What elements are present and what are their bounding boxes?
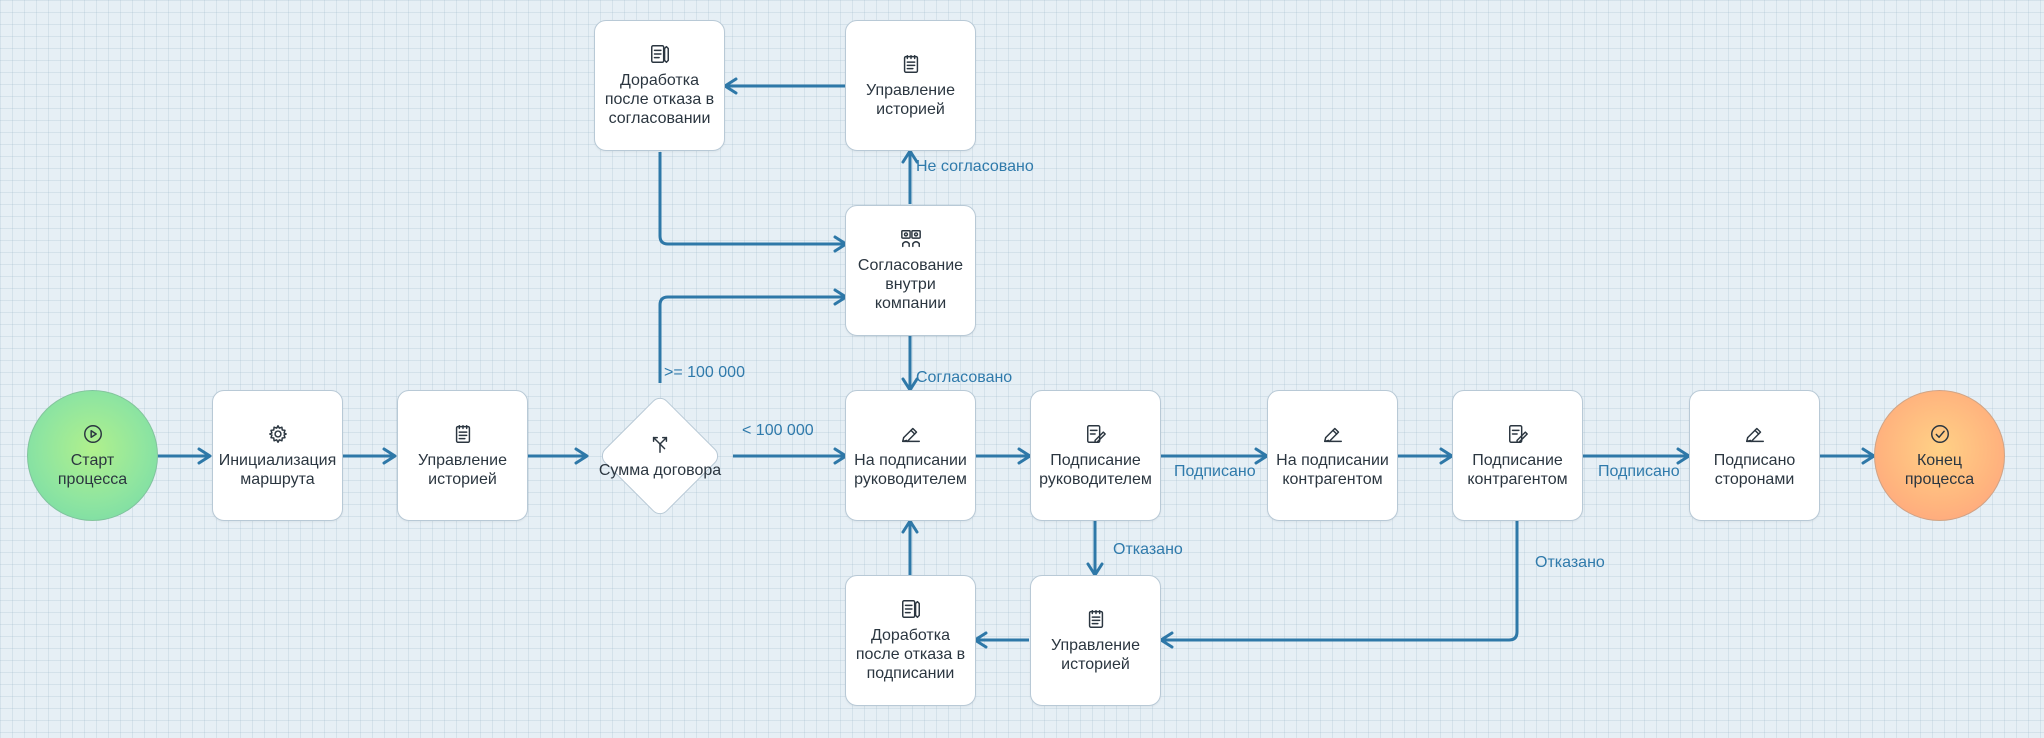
gear-icon: [268, 424, 287, 443]
to-manager-sign-node[interactable]: На подписании руководителем: [845, 390, 976, 521]
node-label: Старт процесса: [57, 451, 128, 488]
edge-rework-to-approval: [658, 152, 845, 246]
end-node[interactable]: Конец процесса: [1874, 390, 2005, 521]
signed-by-parties-node[interactable]: Подписано сторонами: [1689, 390, 1820, 521]
node-label: Сумма договора: [598, 461, 722, 479]
start-node[interactable]: Старт процесса: [27, 390, 158, 521]
node-label: На подписании руководителем: [854, 451, 967, 488]
edge-label-signed-2: Подписано: [1598, 463, 1680, 480]
amount-decision-node[interactable]: Сумма договора: [585, 381, 735, 531]
document-pencil-icon: [901, 600, 920, 618]
node-label: Подписание руководителем: [1039, 451, 1152, 488]
node-label: Конец процесса: [1904, 451, 1975, 488]
history-node-top[interactable]: Управление историей: [845, 20, 976, 151]
node-label: Управление историей: [418, 451, 507, 488]
arrowhead: [723, 77, 738, 95]
group-icon: [900, 230, 921, 248]
decision-content: Сумма договора: [585, 381, 735, 531]
arrowhead: [574, 447, 589, 465]
node-label: На подписании контрагентом: [1276, 451, 1389, 488]
clipboard-icon: [455, 424, 470, 443]
edge-label-lt: < 100 000: [742, 422, 814, 439]
node-label: Инициализация маршрута: [218, 451, 337, 488]
edge-label-refused-2: Отказано: [1535, 554, 1605, 571]
rework-signing-node[interactable]: Доработка после отказа в подписании: [845, 575, 976, 706]
node-label: Доработка после отказа в согласовании: [604, 72, 715, 127]
arrowhead: [901, 149, 919, 164]
node-label: Управление историей: [1051, 636, 1140, 673]
edge-decision-ge: [658, 295, 845, 383]
signature-icon: [1745, 427, 1764, 442]
play-icon: [83, 424, 102, 443]
edge-label-approved: Согласовано: [916, 369, 1013, 386]
node-label: Согласование внутри компании: [857, 257, 964, 312]
arrowhead: [382, 447, 397, 465]
arrowhead: [901, 519, 919, 534]
node-label: Управление историей: [866, 81, 955, 118]
edge-refused-2: [1162, 521, 1519, 642]
document-pen-icon: [1086, 424, 1106, 443]
manager-signing-node[interactable]: Подписание руководителем: [1030, 390, 1161, 521]
init-route-node[interactable]: Инициализация маршрута: [212, 390, 343, 521]
edge-label-signed-1: Подписано: [1174, 463, 1256, 480]
to-counterparty-sign-node[interactable]: На подписании контрагентом: [1267, 390, 1398, 521]
signature-icon: [1323, 427, 1342, 442]
edge-label-ge: >= 100 000: [664, 364, 745, 381]
arrowhead: [1159, 631, 1174, 649]
clipboard-icon: [903, 54, 918, 73]
edge-label-refused-1: Отказано: [1113, 541, 1183, 558]
rework-approval-node[interactable]: Доработка после отказа в согласовании: [594, 20, 725, 151]
clipboard-icon: [1088, 609, 1103, 628]
document-pencil-icon: [650, 45, 669, 63]
signature-icon: [901, 427, 920, 442]
history-node-1[interactable]: Управление историей: [397, 390, 528, 521]
edge-label-not-approved: Не согласовано: [916, 158, 1034, 175]
arrowhead: [197, 447, 212, 465]
node-label: Подписано сторонами: [1713, 451, 1796, 488]
node-label: Подписание контрагентом: [1467, 451, 1568, 488]
document-pen-icon: [1508, 424, 1528, 443]
internal-approval-node[interactable]: Согласование внутри компании: [845, 205, 976, 336]
node-label: Доработка после отказа в подписании: [855, 627, 966, 682]
check-circle-icon: [1930, 424, 1949, 443]
history-node-bottom[interactable]: Управление историей: [1030, 575, 1161, 706]
branch-icon: [652, 436, 668, 453]
counterparty-signing-node[interactable]: Подписание контрагентом: [1452, 390, 1583, 521]
